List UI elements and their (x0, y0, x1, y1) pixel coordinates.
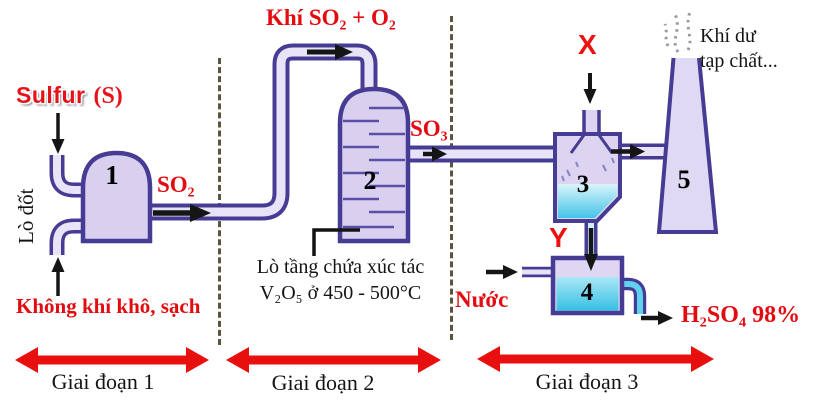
absorber-spray-drops (561, 157, 615, 182)
divider-stage-2-3 (450, 16, 453, 340)
converter-catalyst-trays (343, 106, 405, 229)
so2-label: SO₂ (157, 172, 195, 197)
dilution-tank-number: 4 (580, 279, 594, 306)
water-feed-arrow (486, 265, 518, 279)
y-label: Y (549, 222, 568, 253)
exhaust-label-line1: Khí dư (700, 25, 756, 47)
air-feed-arrow (51, 257, 65, 296)
x-feed-arrow (583, 73, 597, 104)
so3-flow-arrow (423, 146, 447, 162)
stage3-arrow (477, 346, 714, 372)
catalyst-note-line1: Lò tầng chứa xúc tác (256, 256, 425, 278)
catalyst-note: Lò tầng chứa xúc tác V₂O₅ ở 450 - 500°C (238, 254, 443, 306)
divider-stage-1-2 (218, 58, 221, 345)
sulfur-symbol: (S) (93, 83, 123, 109)
stage1-arrow (15, 347, 209, 373)
stage3-label: Giai đoạn 3 (535, 369, 639, 394)
sulfur-word: Sulfur (16, 82, 86, 108)
so2-o2-flow-arrow (307, 44, 353, 60)
exhaust-flow-arrow (611, 144, 645, 159)
product-flow-arrow (641, 311, 673, 325)
product-label: H₂SO₄ 98% (681, 302, 801, 328)
air-inlet-label: Không khí khô, sạch (16, 294, 201, 318)
sulfur-label: Sulfur (S) (16, 82, 123, 110)
absorber-liquid (558, 184, 617, 218)
so2-flow-arrow (153, 204, 211, 222)
furnace-bottom-inlet-pipe (49, 218, 90, 255)
stage1-label: Giai đoạn 1 (51, 369, 155, 394)
sulfur-feed-arrow (51, 113, 65, 154)
x-label: X (578, 29, 597, 60)
furnace-label: Lò đốt (14, 188, 38, 244)
absorber-funnel-lines (569, 134, 614, 154)
furnace-vessel (80, 150, 153, 244)
stage2-label: Giai đoạn 2 (271, 370, 375, 395)
chimney-number: 5 (677, 165, 691, 194)
furnace-top-inlet-pipe (49, 155, 90, 198)
exhaust-label: Khí dư tạp chất... (700, 24, 778, 74)
converter-tower (337, 86, 411, 244)
furnace-number: 1 (105, 160, 119, 190)
so2-o2-label: Khí SO₂ + O₂ (266, 5, 396, 30)
catalyst-note-line2: V₂O₅ ở 450 - 500°C (259, 282, 422, 304)
absorber-number: 3 (576, 171, 590, 198)
so2-transfer-pipe (147, 43, 378, 221)
catalyst-leader-line (312, 228, 360, 256)
exhaust-label-line2: tạp chất... (700, 50, 778, 72)
water-label: Nước (455, 287, 509, 312)
smoke-icon (663, 11, 692, 53)
so3-label: SO₃ (410, 116, 448, 141)
absorber-neck (582, 110, 601, 136)
product-outlet-pipe (617, 277, 647, 314)
dilution-tank-liquid (556, 277, 619, 311)
chimney (656, 57, 719, 234)
stage2-arrow (226, 347, 441, 373)
y-flow-arrow (584, 228, 598, 271)
converter-number: 2 (363, 166, 377, 195)
